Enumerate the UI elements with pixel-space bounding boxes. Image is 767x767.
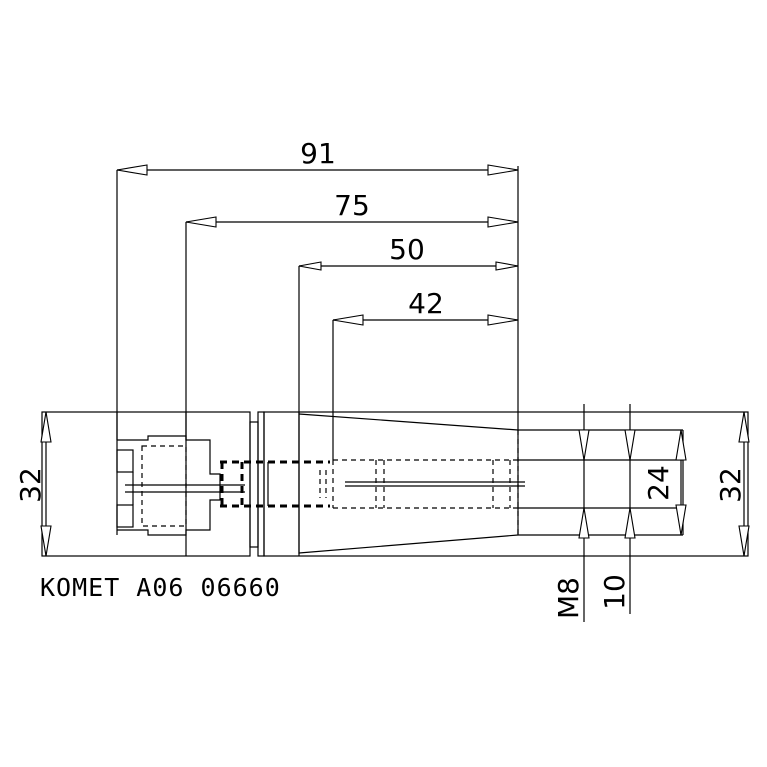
dimension-24: 24 xyxy=(642,429,687,536)
dim-50-label: 50 xyxy=(389,233,425,266)
dimension-91: 91 xyxy=(116,137,519,440)
dimension-10: 10 xyxy=(598,404,636,614)
dimension-75: 75 xyxy=(185,189,519,440)
dim-24-label: 24 xyxy=(642,465,675,501)
dim-m8-label: M8 xyxy=(552,577,585,619)
hidden-connector xyxy=(220,460,330,508)
part-label: KOMET A06 06660 xyxy=(40,573,281,602)
dim-42-label: 42 xyxy=(408,287,444,320)
dim-75-label: 75 xyxy=(334,189,370,222)
collar xyxy=(249,411,265,557)
dimension-32-right: 32 xyxy=(714,411,750,557)
dim-10-label: 10 xyxy=(598,574,631,610)
dim-32-left-label: 32 xyxy=(14,467,47,503)
dimension-32-left: 32 xyxy=(14,411,52,557)
left-shank xyxy=(41,411,251,557)
dim-91-label: 91 xyxy=(300,137,336,170)
dimension-m8: M8 xyxy=(552,404,590,622)
right-body xyxy=(263,411,749,557)
dimension-50: 50 xyxy=(298,233,519,554)
dimension-42: 42 xyxy=(332,287,519,460)
dim-32-right-label: 32 xyxy=(714,467,747,503)
